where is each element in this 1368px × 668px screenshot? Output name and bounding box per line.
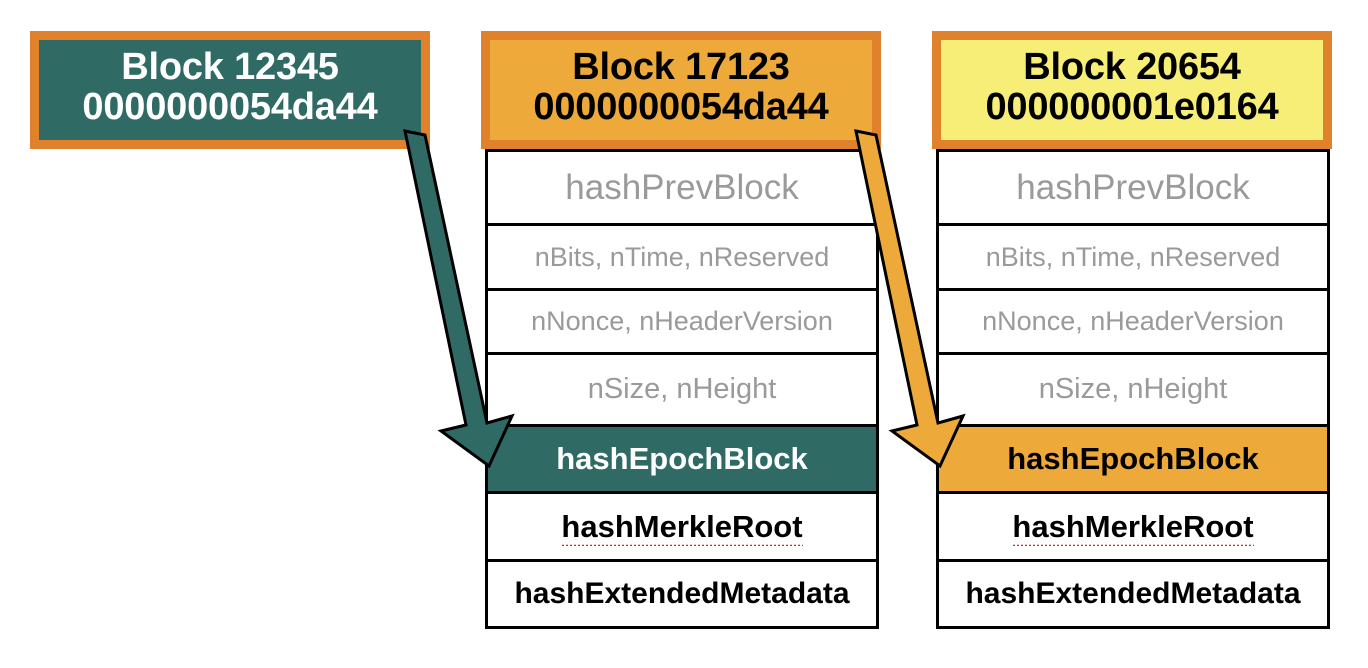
field-nnonce-nheaderversion[interactable]: nNonce, nHeaderVersion [485, 288, 879, 355]
field-label: nBits, nTime, nReserved [534, 241, 830, 272]
field-nsize-nheight[interactable]: nSize, nHeight [936, 352, 1330, 427]
block-12345[interactable]: Block 12345 0000000054da44 [30, 31, 430, 149]
field-hashprevblock[interactable]: hashPrevBlock [485, 149, 879, 226]
field-label: nSize, nHeight [1038, 373, 1228, 405]
block-17123[interactable]: Block 17123 0000000054da44 [481, 31, 881, 149]
field-label: hashExtendedMetadata [965, 577, 1301, 610]
block-20654-field-list: hashPrevBlock nBits, nTime, nReserved nN… [936, 149, 1330, 629]
field-nsize-nheight[interactable]: nSize, nHeight [485, 352, 879, 427]
field-hashprevblock[interactable]: hashPrevBlock [936, 149, 1330, 226]
field-nbits-ntime-nreserved[interactable]: nBits, nTime, nReserved [936, 223, 1330, 291]
block-17123-header-line2: 0000000054da44 [533, 85, 829, 128]
field-label: hashPrevBlock [565, 167, 799, 207]
block-17123-header[interactable]: Block 17123 0000000054da44 [481, 31, 881, 149]
field-label: nBits, nTime, nReserved [985, 241, 1281, 272]
block-20654-header[interactable]: Block 20654 000000001e0164 [932, 31, 1332, 149]
field-label: hashPrevBlock [1016, 167, 1250, 207]
block-12345-header-line1: Block 12345 [121, 46, 339, 88]
field-label: nNonce, nHeaderVersion [982, 306, 1284, 336]
block-17123-header-line1: Block 17123 [572, 46, 790, 88]
field-hashmerkleroot[interactable]: hashMerkleRoot [936, 491, 1330, 562]
block-17123-field-list: hashPrevBlock nBits, nTime, nReserved nN… [485, 149, 879, 629]
field-label: nSize, nHeight [587, 373, 777, 405]
block-20654-header-line1: Block 20654 [1023, 46, 1241, 88]
field-label: hashExtendedMetadata [514, 577, 850, 610]
field-label: hashEpochBlock [1007, 441, 1259, 476]
block-12345-header-line2: 0000000054da44 [82, 85, 378, 128]
field-hashextendedmetadata[interactable]: hashExtendedMetadata [936, 559, 1330, 629]
field-hashepochblock[interactable]: hashEpochBlock [485, 424, 879, 494]
field-label: hashMerkleRoot [561, 508, 803, 546]
field-nbits-ntime-nreserved[interactable]: nBits, nTime, nReserved [485, 223, 879, 291]
field-hashepochblock[interactable]: hashEpochBlock [936, 424, 1330, 494]
block-20654-header-line2: 000000001e0164 [985, 85, 1279, 128]
field-hashextendedmetadata[interactable]: hashExtendedMetadata [485, 559, 879, 629]
field-label: nNonce, nHeaderVersion [531, 306, 833, 336]
block-12345-header[interactable]: Block 12345 0000000054da44 [30, 31, 430, 149]
block-20654[interactable]: Block 20654 000000001e0164 [932, 31, 1332, 149]
field-hashmerkleroot[interactable]: hashMerkleRoot [485, 491, 879, 562]
field-label: hashMerkleRoot [1012, 508, 1254, 546]
field-label: hashEpochBlock [556, 441, 808, 476]
field-nnonce-nheaderversion[interactable]: nNonce, nHeaderVersion [936, 288, 1330, 355]
